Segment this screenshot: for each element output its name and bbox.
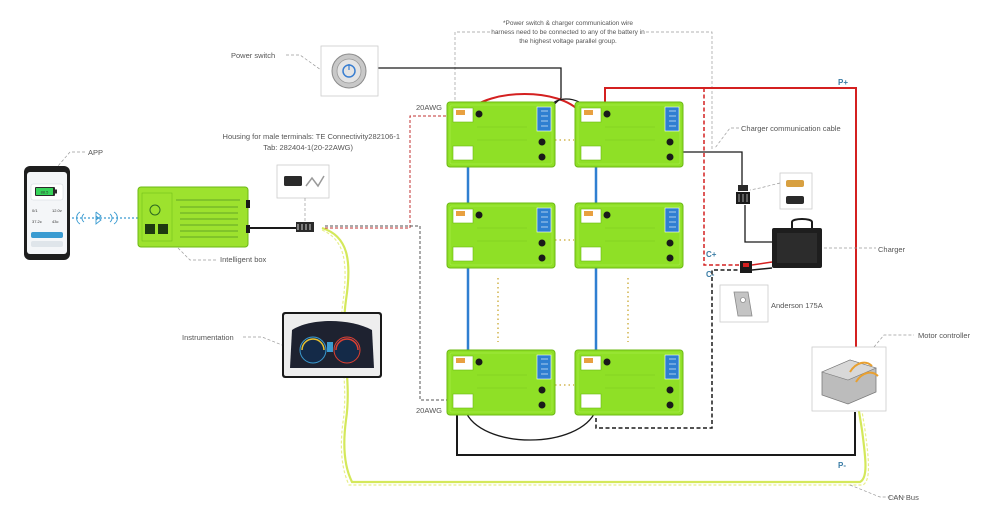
charger-wires	[595, 88, 778, 429]
intelligent-box	[137, 186, 250, 248]
battery-module-r1c2	[574, 101, 684, 168]
power-switch-label: Power switch	[231, 51, 275, 60]
p-minus-label: P-	[838, 461, 846, 470]
wiring-note: *Power switch & charger communication wi…	[454, 20, 713, 150]
awg-label-bottom: 20AWG	[416, 406, 442, 415]
note-line-1: *Power switch & charger communication wi…	[503, 20, 633, 27]
terminal-housing	[276, 164, 330, 232]
housing-label-line1: Housing for male terminals: TE Connectiv…	[223, 132, 400, 141]
instrumentation-display	[282, 312, 382, 378]
housing-label-line2: Tab: 282404-1(20-22AWG)	[263, 143, 353, 152]
app-label: APP	[88, 148, 103, 157]
note-line-2: harness need to be connected to any of t…	[491, 29, 645, 36]
battery-module-r1c1	[446, 101, 556, 168]
p-plus-label: P+	[838, 78, 848, 87]
anderson-photo	[719, 284, 769, 323]
phone-stat-4: 43c	[52, 219, 58, 224]
note-line-3: the highest voltage parallel group.	[519, 38, 617, 45]
phone-stat-1: 0/1	[32, 208, 38, 213]
bottom-series-arc	[464, 409, 597, 441]
power-switch	[320, 45, 379, 97]
charger-label: Charger	[878, 245, 906, 254]
comm-connector-photo	[779, 172, 813, 210]
motor-controller	[811, 346, 887, 412]
parallel-links	[497, 139, 629, 386]
motor-controller-label: Motor controller	[918, 331, 971, 340]
charger	[772, 218, 822, 268]
intelligent-box-label: Intelligent box	[220, 255, 267, 264]
battery-module-r3c2	[574, 349, 684, 416]
battery-module-r2c2	[574, 202, 684, 269]
can-bus-cable	[321, 226, 905, 498]
battery-module-r2c1	[446, 202, 556, 269]
bluetooth-icon	[72, 211, 138, 225]
phone-battery-value: 88.5	[41, 190, 50, 195]
comm-connector	[736, 185, 750, 204]
phone-stat-3: 37.2c	[32, 219, 42, 224]
c-plus-label: C+	[706, 250, 717, 259]
phone-stat-2: 12.0v	[52, 208, 62, 213]
bms-comm-wires	[250, 115, 447, 401]
awg-label-top: 20AWG	[416, 103, 442, 112]
can-bus-label: CAN Bus	[888, 493, 919, 502]
charger-comm-cable-label: Charger communication cable	[741, 124, 841, 133]
main-power-wires	[456, 87, 857, 456]
anderson-connector	[740, 261, 752, 273]
c-minus-label: C-	[706, 270, 715, 279]
anderson-label: Anderson 175A	[771, 301, 823, 310]
instrumentation-label: Instrumentation	[182, 333, 234, 342]
battery-module-r3c1	[446, 349, 556, 416]
phone-app: 88.5 0/1 12.0v 37.2c 43c	[24, 166, 70, 260]
